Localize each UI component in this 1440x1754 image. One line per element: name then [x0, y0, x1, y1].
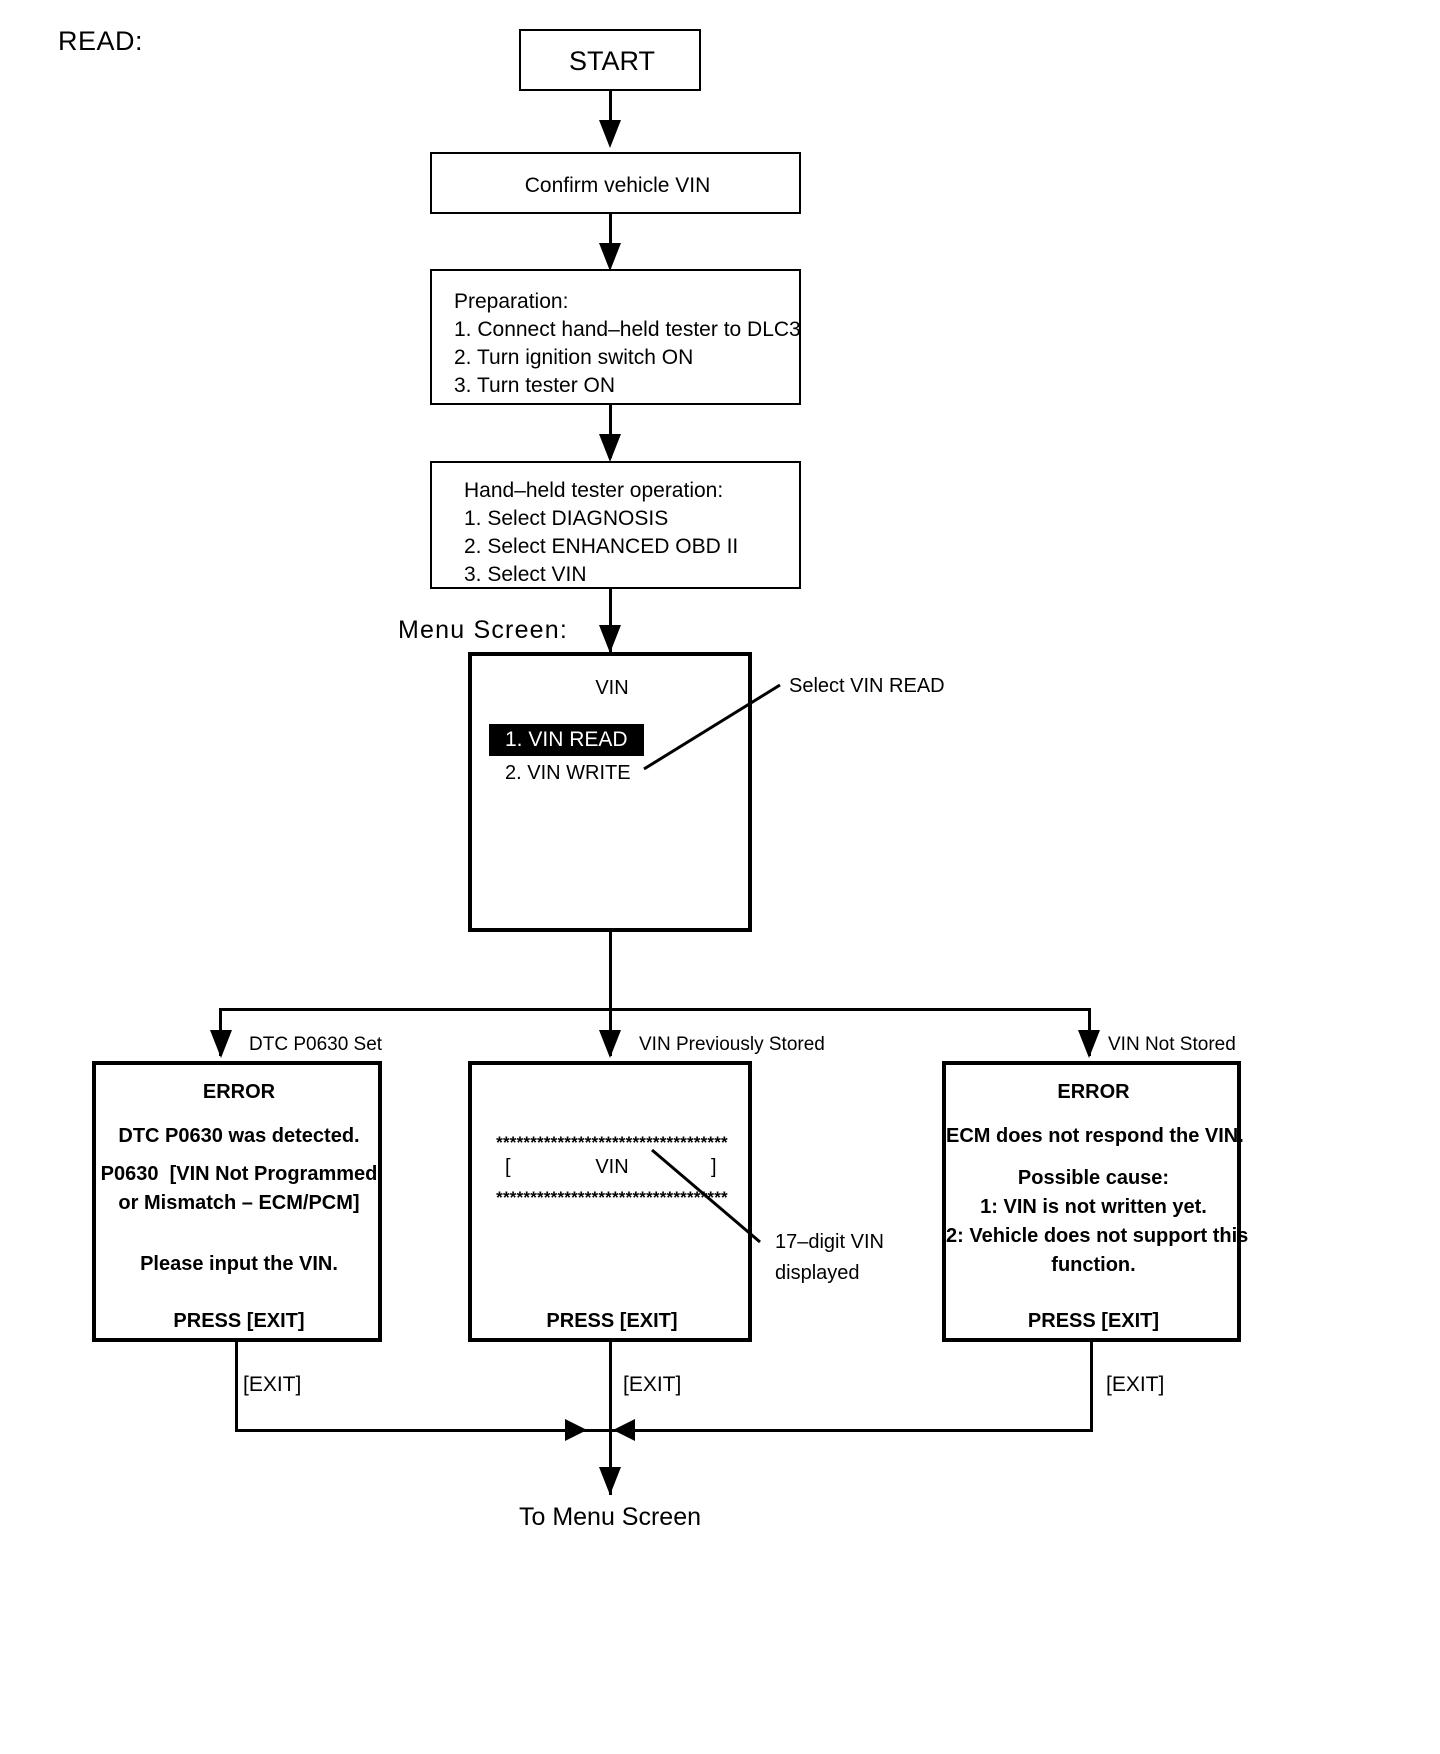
screen-left-title: ERROR: [202, 1081, 276, 1103]
arrowhead-down-menuscreen: [599, 625, 621, 653]
arrowhead-down-branch-center: [599, 1030, 621, 1058]
exit-label-center: [EXIT]: [623, 1373, 682, 1396]
tester-operation-line-2: 1. Select DIAGNOSIS: [464, 507, 669, 530]
menu-screen-caption: Menu Screen:: [398, 616, 569, 644]
callout-17-digit-vin-line2: displayed: [775, 1262, 860, 1284]
exit-label-right: [EXIT]: [1106, 1373, 1165, 1396]
menu-item-vin-write[interactable]: 2. VIN WRITE: [505, 762, 631, 784]
exit-path-left-vertical: [235, 1342, 238, 1432]
preparation-line-1: Preparation:: [454, 290, 569, 313]
connector-merge-tomenu: [609, 1429, 612, 1495]
exit-path-right-vertical: [1090, 1342, 1093, 1432]
step-confirm-vin-label: Confirm vehicle VIN: [524, 174, 711, 197]
tester-operation-line-1: Hand–held tester operation:: [464, 479, 724, 502]
fanout-bar: [219, 1008, 1091, 1011]
exit-label-left: [EXIT]: [243, 1373, 302, 1396]
connector-start-confirm: [609, 91, 612, 133]
step-confirm-vin-box: Confirm vehicle VIN: [430, 152, 801, 214]
start-label: START: [568, 46, 655, 76]
preparation-line-2: 1. Connect hand–held tester to DLC3: [454, 318, 801, 341]
arrowhead-merge-from-left: [565, 1419, 587, 1441]
callout-17-digit-vin-line1: 17–digit VIN: [775, 1231, 884, 1253]
exit-path-center-vertical: [609, 1342, 612, 1432]
tester-operation-line-4: 3. Select VIN: [464, 563, 587, 586]
start-box: START: [519, 29, 701, 91]
screen-center-stars-top: **********************************: [496, 1133, 728, 1152]
section-label: READ:: [58, 26, 144, 56]
screen-center-stars-bottom: **********************************: [496, 1188, 728, 1207]
preparation-line-4: 3. Turn tester ON: [454, 374, 616, 397]
arrowhead-down-branch-left: [210, 1030, 232, 1058]
arrowhead-down-confirm: [599, 120, 621, 148]
screen-right-title: ERROR: [1057, 1081, 1130, 1103]
connector-preparation-tester: [609, 405, 612, 458]
tester-operation-line-3: 2. Select ENHANCED OBD II: [464, 535, 739, 558]
screen-left-line-1: DTC P0630 was detected.: [118, 1125, 360, 1147]
menu-screen-display: VIN 1. VIN READ 2. VIN WRITE: [468, 652, 752, 932]
connector-menuscreen-fanout: [609, 932, 612, 1010]
menu-screen-title: VIN: [595, 677, 629, 699]
screen-left-footer: PRESS [EXIT]: [173, 1310, 305, 1332]
arrowhead-down-tester: [599, 434, 621, 462]
screen-vin-previously-stored: ********************************** [ VIN…: [468, 1061, 752, 1342]
menu-item-vin-read[interactable]: 1. VIN READ: [489, 724, 644, 756]
exit-merge-bar: [235, 1429, 1093, 1432]
branch-label-dtc-p0630-set: DTC P0630 Set: [249, 1034, 383, 1055]
end-label-to-menu-screen: To Menu Screen: [518, 1503, 702, 1531]
step-tester-operation-box: Hand–held tester operation: 1. Select DI…: [430, 461, 801, 589]
screen-right-line-4: 2: Vehicle does not support this: [946, 1225, 1249, 1247]
branch-label-vin-not-stored: VIN Not Stored: [1108, 1034, 1236, 1055]
screen-center-vin-bracket-right: ]: [711, 1156, 717, 1178]
callout-leader-select-vin-read: [643, 683, 781, 771]
screen-left-line-4: Please input the VIN.: [140, 1253, 338, 1275]
connector-confirm-preparation: [609, 214, 612, 266]
connector-tester-menuscreen: [609, 589, 612, 653]
screen-right-line-2: Possible cause:: [1017, 1167, 1170, 1189]
screen-left-line-3: or Mismatch – ECM/PCM]: [118, 1192, 360, 1214]
screen-right-line-5: function.: [1051, 1254, 1136, 1276]
preparation-line-3: 2. Turn ignition switch ON: [454, 346, 694, 369]
screen-center-vin-value: VIN: [595, 1156, 629, 1178]
arrowhead-down-branch-right: [1078, 1030, 1100, 1058]
screen-center-footer: PRESS [EXIT]: [546, 1310, 678, 1332]
screen-right-line-1: ECM does not respond the VIN.: [946, 1125, 1244, 1147]
screen-right-footer: PRESS [EXIT]: [1027, 1310, 1160, 1332]
step-preparation-box: Preparation: 1. Connect hand–held tester…: [430, 269, 801, 405]
screen-center-vin-bracket-left: [: [505, 1156, 511, 1178]
arrowhead-merge-from-right: [613, 1419, 635, 1441]
arrowhead-down-tomenu: [599, 1467, 621, 1495]
screen-right-line-3: 1: VIN is not written yet.: [980, 1196, 1207, 1218]
arrowhead-down-preparation: [599, 243, 621, 271]
branch-label-vin-previously-stored: VIN Previously Stored: [639, 1034, 825, 1055]
screen-dtc-p0630-set: ERROR DTC P0630 was detected. P0630 [VIN…: [92, 1061, 382, 1342]
callout-leader-17-digit-vin: [651, 1148, 761, 1244]
screen-left-line-2: P0630 [VIN Not Programmed: [100, 1163, 378, 1185]
screen-vin-not-stored: ERROR ECM does not respond the VIN. Poss…: [942, 1061, 1249, 1342]
callout-select-vin-read: Select VIN READ: [789, 675, 945, 697]
